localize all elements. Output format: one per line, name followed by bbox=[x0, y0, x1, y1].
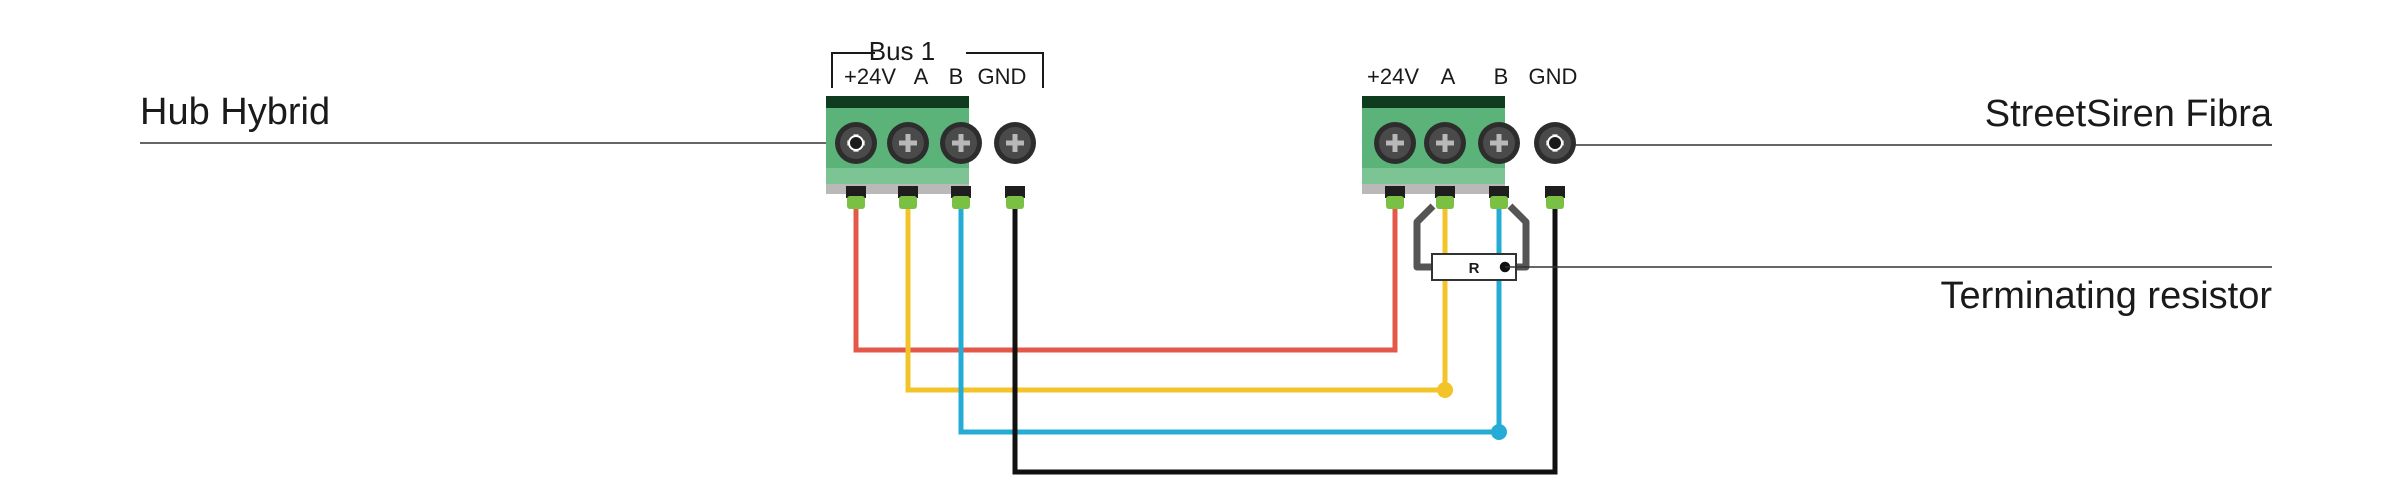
hub-terminal-labels: +24V A B GND bbox=[844, 64, 1026, 89]
hub-terminal-socket-gnd bbox=[1005, 186, 1025, 198]
siren-terminal-pin-b bbox=[1490, 196, 1508, 209]
junction-b bbox=[1491, 424, 1507, 440]
terminating-resistor: R bbox=[1413, 203, 1530, 281]
siren-terminal-pin-plus24v bbox=[1386, 196, 1404, 209]
wire-gnd bbox=[1012, 205, 1558, 475]
hub-terminal-pin-plus24v bbox=[847, 196, 865, 209]
resistor-label: Terminating resistor bbox=[1940, 275, 2272, 317]
wire-plus24v bbox=[853, 205, 1398, 353]
hub-terminal-label-gnd: GND bbox=[978, 64, 1027, 89]
siren-terminal-pin-gnd bbox=[1546, 196, 1564, 209]
hub-terminal-leader-dot bbox=[848, 135, 864, 151]
hub-terminal-block bbox=[826, 96, 1036, 209]
siren-terminal-block bbox=[1362, 96, 1576, 209]
siren-terminal-label-b: B bbox=[1494, 64, 1509, 89]
leader-lines bbox=[140, 142, 2272, 268]
hub-terminal-label-plus24v: +24V bbox=[844, 64, 896, 89]
siren-terminal-label-a: A bbox=[1441, 64, 1456, 89]
siren-terminal-body-lower bbox=[1362, 168, 1505, 184]
hub-terminal-socket-a bbox=[898, 186, 918, 198]
bus-bracket-line bbox=[831, 52, 1044, 88]
siren-terminal-labels: +24V A B GND bbox=[1367, 64, 1577, 89]
hub-terminal-label-b: B bbox=[949, 64, 964, 89]
siren-terminal-bottom-strip bbox=[1362, 184, 1505, 194]
siren-terminal-socket-gnd bbox=[1545, 186, 1565, 198]
hub-label: Hub Hybrid bbox=[140, 91, 330, 133]
hub-terminal-label-a: A bbox=[914, 64, 929, 89]
hub-terminal-body-lower bbox=[826, 168, 969, 184]
junction-a bbox=[1437, 382, 1453, 398]
wires bbox=[853, 205, 1558, 475]
hub-terminal-pin-b bbox=[952, 196, 970, 209]
hub-terminal-pin-a bbox=[899, 196, 917, 209]
hub-terminal-bottom-strip bbox=[826, 184, 969, 194]
siren-terminal-socket-a bbox=[1435, 186, 1455, 198]
resistor-mark: R bbox=[1469, 260, 1480, 277]
bus-label: Bus 1 bbox=[869, 36, 936, 66]
bus-bracket: Bus 1 bbox=[831, 36, 1044, 88]
siren-terminal-pin-a bbox=[1436, 196, 1454, 209]
hub-terminal-socket-plus24v bbox=[846, 186, 866, 198]
hub-terminal-socket-b bbox=[951, 186, 971, 198]
hub-terminal-pin-gnd bbox=[1006, 196, 1024, 209]
siren-label: StreetSiren Fibra bbox=[1985, 93, 2273, 135]
siren-terminal-socket-b bbox=[1489, 186, 1509, 198]
siren-terminal-leader-dot bbox=[1547, 135, 1563, 151]
hub-terminal-top-strip bbox=[826, 96, 969, 110]
siren-terminal-label-gnd: GND bbox=[1529, 64, 1578, 89]
siren-terminal-top-strip bbox=[1362, 96, 1505, 110]
resistor-lead-left bbox=[1413, 203, 1436, 271]
siren-terminal-label-plus24v: +24V bbox=[1367, 64, 1419, 89]
wire-a bbox=[905, 205, 1448, 393]
wire-b bbox=[958, 205, 1502, 435]
siren-terminal-socket-plus24v bbox=[1385, 186, 1405, 198]
